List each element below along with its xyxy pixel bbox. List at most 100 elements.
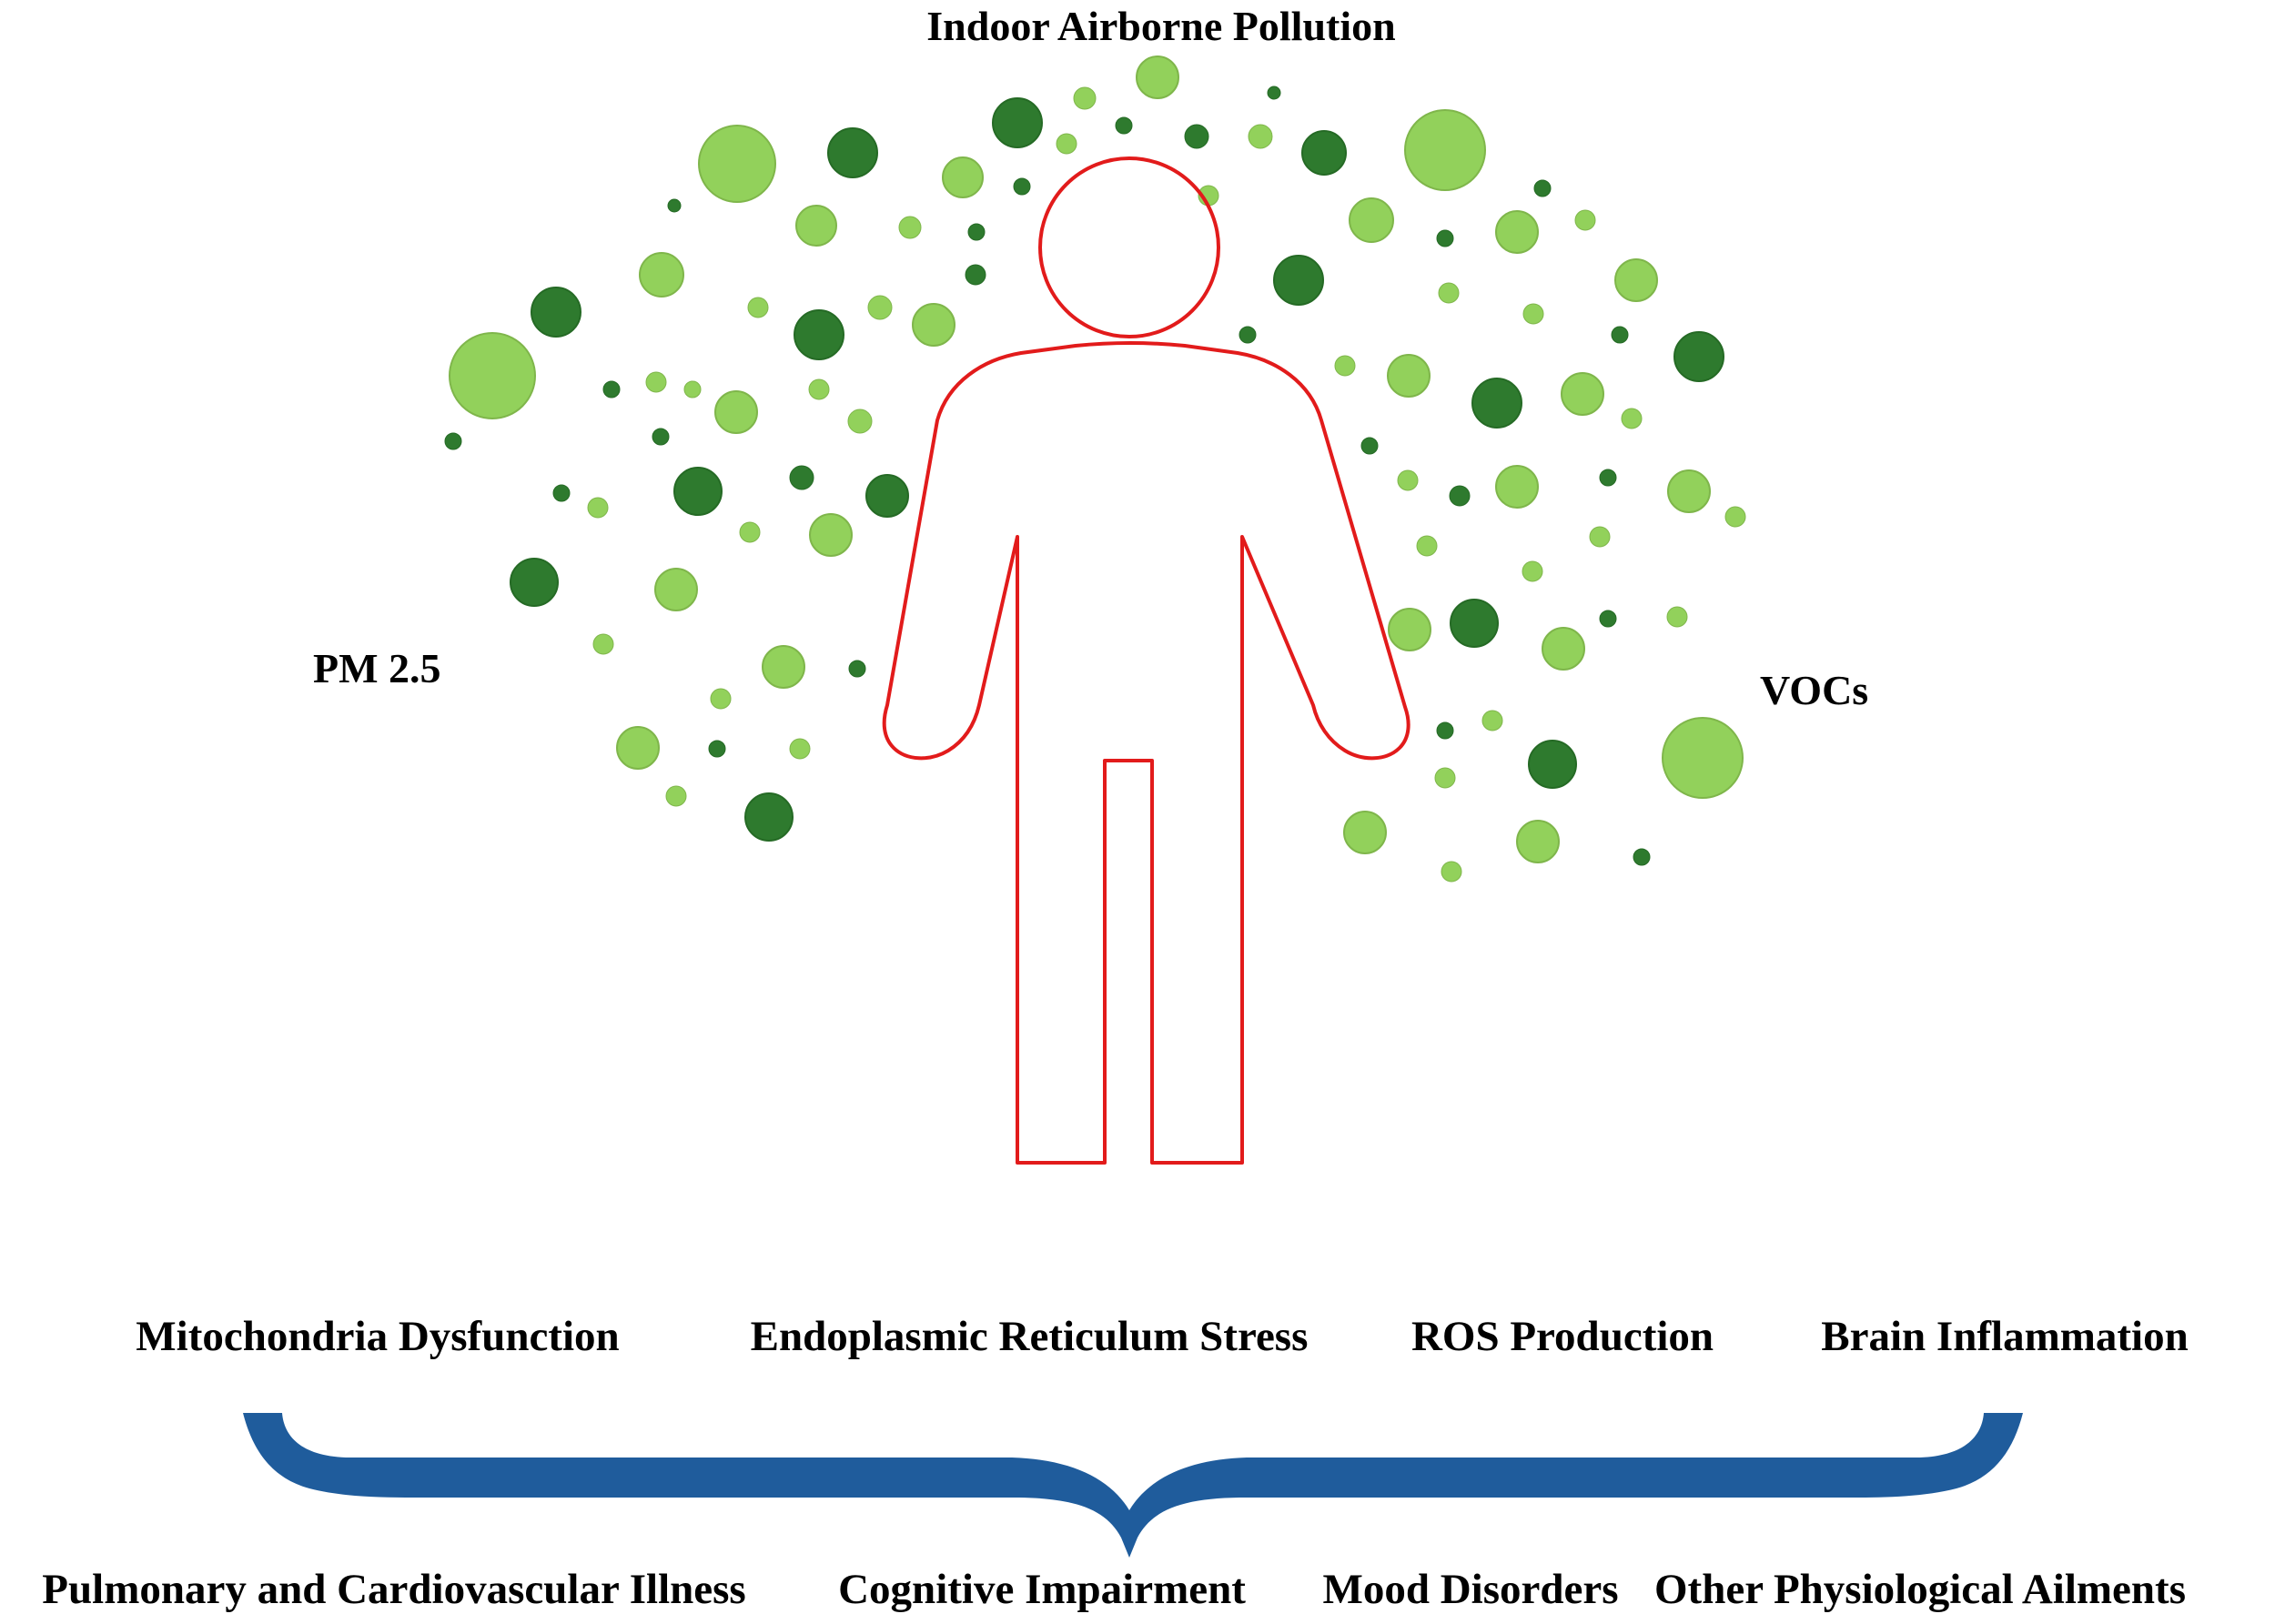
pm-particle-icon (965, 264, 986, 286)
pm-particle-icon (789, 465, 814, 490)
voc-particle-icon (789, 738, 811, 760)
pm-particle-icon (1611, 326, 1629, 344)
person-head (1038, 156, 1220, 338)
voc-particle-icon (449, 332, 536, 419)
voc-particle-icon (942, 156, 984, 198)
voc-particle-icon (808, 378, 830, 400)
pm-particle-icon (531, 287, 581, 338)
voc-particle-icon (1561, 372, 1604, 416)
pm-particle-icon (967, 223, 986, 241)
voc-particle-icon (1438, 282, 1460, 304)
mechanism-label: ROS Production (1410, 1313, 1714, 1360)
voc-particle-icon (1434, 767, 1456, 789)
person-outline-icon (882, 156, 1410, 1165)
pm-particle-icon (1115, 116, 1133, 135)
voc-particle-icon (739, 521, 761, 543)
voc-particle-icon (710, 688, 732, 710)
pm-particle-icon (794, 309, 844, 360)
voc-particle-icon (1589, 526, 1611, 548)
voc-particle-icon (1404, 109, 1486, 191)
pm-particle-icon (865, 474, 909, 518)
pollution-particles-group (444, 55, 1746, 883)
outcome-label: Cognitive Impairment (838, 1566, 1246, 1613)
voc-particle-icon (1056, 133, 1077, 155)
voc-particle-icon (654, 568, 698, 611)
curly-brace-icon (243, 1413, 2023, 1558)
pm-particle-icon (744, 792, 794, 842)
pm-particle-icon (1528, 740, 1577, 789)
pm-particle-icon (1633, 848, 1651, 866)
voc-particle-icon (1388, 608, 1431, 651)
voc-particle-icon (1248, 124, 1273, 149)
pm-particle-icon (1673, 331, 1724, 382)
voc-particle-icon (1416, 535, 1438, 557)
pm-particle-icon (1436, 229, 1454, 247)
voc-particle-icon (762, 645, 805, 689)
voc-particle-icon (616, 726, 660, 770)
voc-particle-icon (587, 497, 609, 519)
pm-particle-icon (992, 97, 1043, 148)
pm-particle-icon (1301, 130, 1347, 176)
voc-particle-icon (1073, 86, 1097, 110)
voc-particle-icon (1522, 303, 1544, 325)
voc-particle-icon (1334, 355, 1356, 377)
voc-particle-icon (912, 303, 956, 347)
pm-particle-icon (1450, 599, 1499, 648)
voc-particle-icon (665, 785, 687, 807)
pm25-label: PM 2.5 (313, 645, 441, 691)
voc-particle-icon (795, 205, 837, 247)
voc-particle-icon (747, 297, 769, 318)
pm-particle-icon (1449, 485, 1471, 507)
pm-particle-icon (1599, 610, 1617, 628)
voc-particle-icon (1349, 197, 1394, 243)
voc-particle-icon (1667, 469, 1711, 513)
voc-particle-icon (1621, 408, 1643, 429)
pm-particle-icon (1471, 378, 1522, 429)
pm-particle-icon (1184, 124, 1209, 149)
pm-particle-icon (1239, 326, 1257, 344)
pm-particle-icon (827, 127, 878, 178)
voc-particle-icon (1662, 717, 1744, 799)
pm-particle-icon (1273, 255, 1324, 306)
vocs-label: VOCs (1760, 667, 1869, 713)
person-body (882, 341, 1410, 1165)
pm-particle-icon (708, 740, 726, 758)
voc-particle-icon (1136, 55, 1179, 99)
voc-particle-icon (1574, 209, 1596, 231)
voc-particle-icon (1666, 606, 1688, 628)
voc-particle-icon (1516, 820, 1560, 863)
mechanism-label: Endoplasmic Reticulum Stress (750, 1313, 1309, 1360)
outcome-label: Pulmonary and Cardiovascular Illness (42, 1566, 746, 1613)
voc-particle-icon (1724, 506, 1746, 528)
voc-particle-icon (683, 380, 702, 398)
voc-particle-icon (1441, 861, 1462, 883)
voc-particle-icon (714, 390, 758, 434)
pm-particle-icon (667, 198, 682, 213)
voc-particle-icon (847, 409, 873, 434)
pm-particle-icon (1533, 179, 1552, 197)
voc-particle-icon (639, 252, 684, 298)
voc-particle-icon (1522, 560, 1543, 582)
voc-particle-icon (645, 371, 667, 393)
pm-particle-icon (1436, 721, 1454, 740)
outcome-label: Other Physiological Ailments (1653, 1566, 2187, 1613)
voc-particle-icon (1481, 710, 1503, 731)
voc-particle-icon (1495, 465, 1539, 509)
voc-particle-icon (1397, 469, 1419, 491)
voc-particle-icon (1387, 354, 1431, 398)
pm-particle-icon (1599, 469, 1617, 487)
voc-particle-icon (1343, 811, 1387, 854)
voc-particle-icon (809, 513, 853, 557)
voc-particle-icon (867, 295, 893, 320)
mechanism-label: Brain Inflammation (1821, 1313, 2189, 1360)
voc-particle-icon (592, 633, 614, 655)
pm-particle-icon (510, 558, 559, 607)
pm-particle-icon (1013, 177, 1031, 196)
voc-particle-icon (898, 216, 922, 239)
diagram-title: Indoor Airborne Pollution (926, 3, 1396, 49)
voc-particle-icon (1542, 627, 1585, 671)
pm-particle-icon (1267, 86, 1281, 100)
pm-particle-icon (848, 660, 866, 678)
pm-particle-icon (673, 467, 723, 516)
